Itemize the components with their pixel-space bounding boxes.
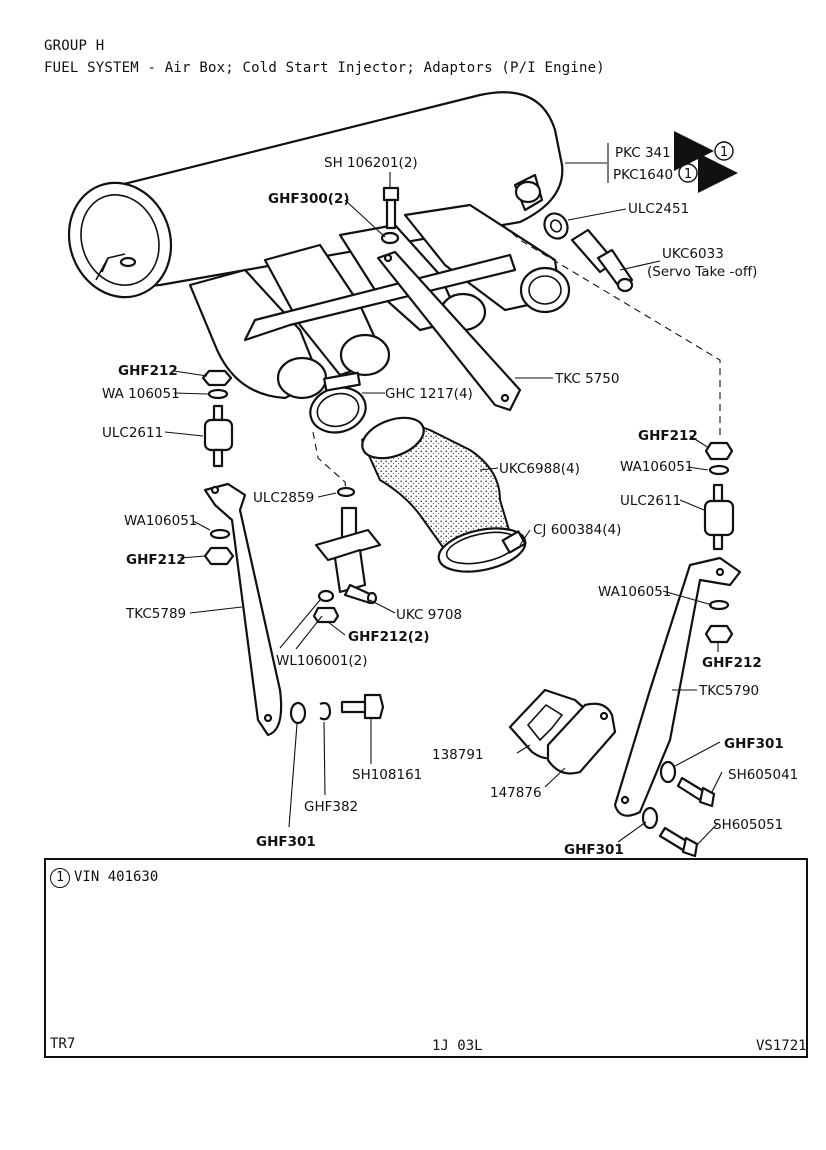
label-tkc5790: TKC5790 xyxy=(698,683,759,699)
label-ghf212-right-bottom: GHF212 xyxy=(702,655,762,671)
circle-ref-1: 1 xyxy=(720,144,729,160)
label-ghf300: GHF300(2) xyxy=(268,191,350,207)
label-wa106051-left-top: WA 106051 xyxy=(102,386,180,402)
label-sh106201: SH 106201(2) xyxy=(324,155,418,171)
label-ghf212-2: GHF212(2) xyxy=(348,629,430,645)
label-sh108161: SH108161 xyxy=(352,767,422,783)
tkc5750-strap xyxy=(243,250,522,412)
injector-fixings xyxy=(312,589,340,624)
label-ulc2451: ULC2451 xyxy=(628,201,689,217)
label-ulc2859: ULC2859 xyxy=(253,490,314,506)
label-138791: 138791 xyxy=(432,747,484,763)
clip-cj600384 xyxy=(437,527,527,573)
hose-ukc6988 xyxy=(360,416,514,562)
assembly-lines xyxy=(312,224,721,491)
gasket-and-blanking-plate xyxy=(508,688,617,775)
footer-model: TR7 xyxy=(50,1036,76,1052)
label-ghf212-left-top: GHF212 xyxy=(118,363,178,379)
label-147876: 147876 xyxy=(490,785,542,801)
label-ghf301-right-bottom: GHF301 xyxy=(564,842,624,858)
label-sh605041: SH605041 xyxy=(728,767,798,783)
label-ghf212-right-top: GHF212 xyxy=(638,428,698,444)
label-ukc6988: UKC6988(4) xyxy=(499,461,580,477)
air-box xyxy=(67,91,564,299)
label-wl106001: WL106001(2) xyxy=(276,653,368,669)
label-wa106051-right-bottom: WA106051 xyxy=(598,584,671,600)
label-ghf212-left-bottom: GHF212 xyxy=(126,552,186,568)
label-ukc6033: UKC6033 xyxy=(662,246,724,262)
note-vin: VIN 401630 xyxy=(74,869,159,885)
notes-box: 1 VIN 401630 TR7 1J 03L VS1721 xyxy=(44,858,808,1058)
cold-start-injector xyxy=(314,486,382,605)
label-ghf301-right-top: GHF301 xyxy=(724,736,784,752)
label-ukc9708: UKC 9708 xyxy=(396,607,462,623)
label-ghf301-left: GHF301 xyxy=(256,834,316,850)
label-pkc1640: PKC1640 xyxy=(613,167,673,183)
servo-adaptor xyxy=(543,212,634,293)
label-pkc341: PKC 341 xyxy=(615,145,671,161)
label-wa106051-right-top: WA106051 xyxy=(620,459,693,475)
exploded-diagram: 1 1 SH 106201(2) GHF300(2) PKC 341 PKC16… xyxy=(67,91,798,858)
group-heading: GROUP H xyxy=(44,38,105,54)
footer-ref: VS1721 xyxy=(756,1038,807,1054)
right-mounting-set xyxy=(613,441,742,858)
reference-arrows: 1 1 xyxy=(674,131,738,193)
part-labels: SH 106201(2) GHF300(2) PKC 341 PKC1640 U… xyxy=(102,145,798,858)
footer-page: 1J 03L xyxy=(432,1038,483,1054)
label-ghc1217: GHC 1217(4) xyxy=(385,386,473,402)
label-wa106051-left-bottom: WA106051 xyxy=(124,513,197,529)
bolt-sh106201 xyxy=(380,186,400,245)
label-tkc5789: TKC5789 xyxy=(125,606,186,622)
label-ghf382: GHF382 xyxy=(304,799,358,815)
note-circle-1: 1 xyxy=(50,868,70,888)
label-sh605051: SH605051 xyxy=(713,817,783,833)
label-tkc5750: TKC 5750 xyxy=(554,371,619,387)
circle-ref-2: 1 xyxy=(684,166,693,182)
page-title: FUEL SYSTEM - Air Box; Cold Start Inject… xyxy=(44,60,605,76)
left-mounting-set xyxy=(201,369,385,737)
label-ulc2611-right: ULC2611 xyxy=(620,493,681,509)
label-ulc2611-left: ULC2611 xyxy=(102,425,163,441)
hose-clip-ghc1217 xyxy=(309,371,367,434)
label-servo-take-off: (Servo Take -off) xyxy=(647,264,757,280)
leader-lines xyxy=(164,143,723,846)
label-cj600384: CJ 600384(4) xyxy=(533,522,621,538)
